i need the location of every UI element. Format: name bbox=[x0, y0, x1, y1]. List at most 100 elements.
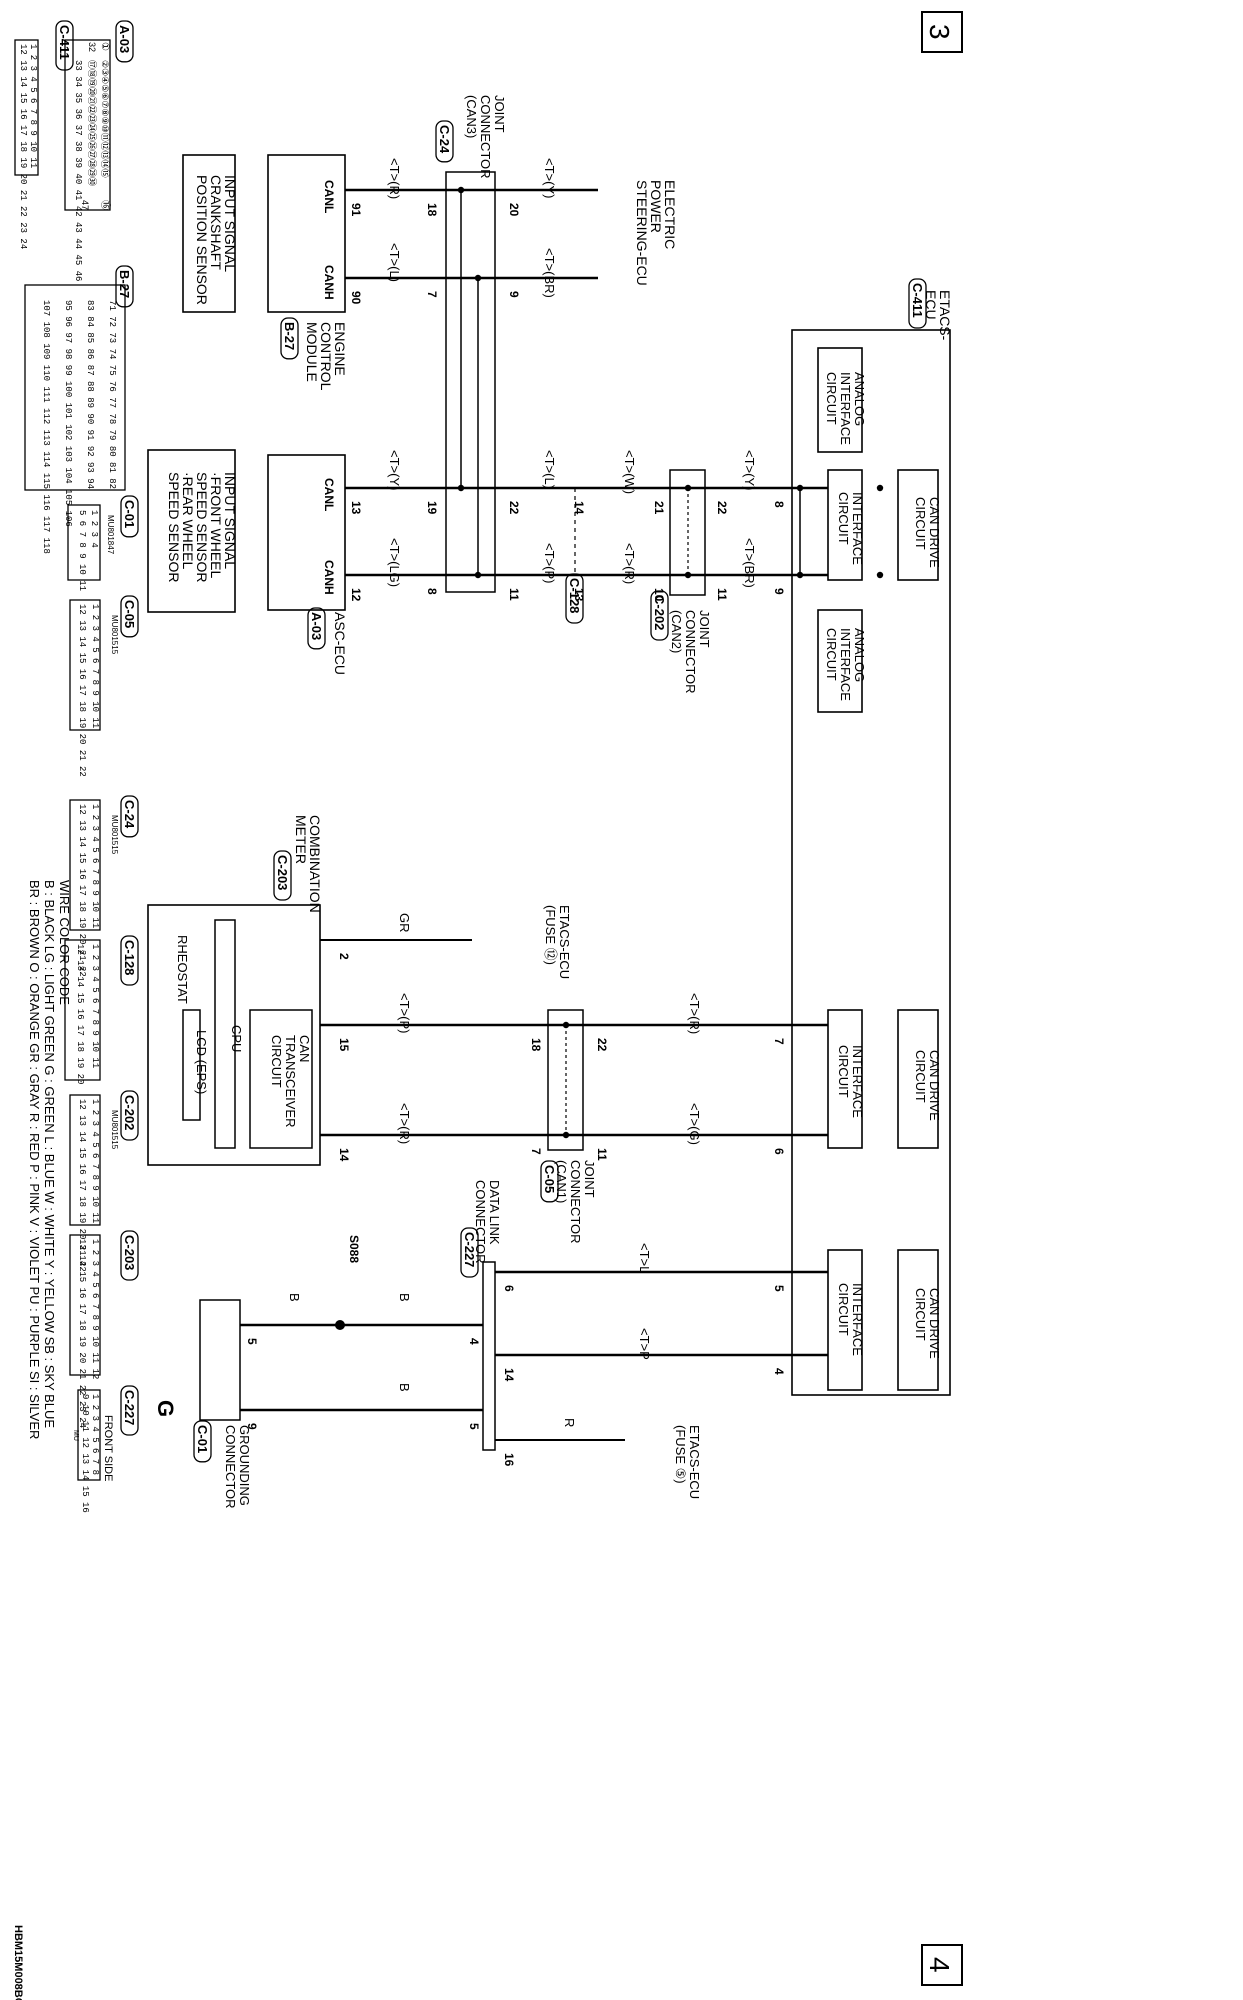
asc-canh-label: CANH bbox=[322, 560, 336, 595]
ecm-canh-label: CANH bbox=[322, 265, 336, 300]
connector-face-tag-c05: C-05 bbox=[122, 600, 137, 628]
input-signal-wheel-label-line-3: ·REAR WHEEL bbox=[180, 472, 196, 569]
pin-can2-l-right: 22 bbox=[715, 501, 729, 515]
connector-tag-c01-gnd-frame bbox=[193, 1420, 212, 1463]
analog-interface-label-2-line-0: ANALOG bbox=[852, 628, 867, 682]
pin-etacs-h2: 6 bbox=[772, 1148, 786, 1155]
pin-can3-mid-h: 11 bbox=[507, 588, 521, 601]
b27-face-row-1: 83 84 85 86 87 88 89 90 91 92 93 94 bbox=[85, 300, 95, 489]
wire-label-b1: B bbox=[397, 1293, 412, 1302]
input-signal-crank-box bbox=[182, 154, 236, 313]
joint-can2-label-line-0: JOINT bbox=[697, 610, 712, 648]
lcd-box bbox=[182, 1009, 201, 1121]
b27-face-row-2: 95 96 97 98 99 100 101 102 103 104 105 1… bbox=[63, 300, 73, 527]
can-transceiver-label: CANTRANSCEIVERCIRCUIT bbox=[269, 1035, 312, 1127]
pin-dlc-h: 14 bbox=[502, 1368, 516, 1382]
pin-can2-h-right: 11 bbox=[715, 588, 729, 601]
can-drive-label-2: CAN DRIVECIRCUIT bbox=[913, 1050, 942, 1121]
ecm-name-line-0: ENGINE bbox=[332, 322, 348, 376]
input-signal-wheel-label-line-0: INPUT SIGNAL bbox=[222, 472, 238, 569]
wire-label-meter-gr: GR bbox=[397, 913, 412, 933]
pin-meter-h: 14 bbox=[337, 1148, 351, 1162]
connector-face-tag-a03-frame bbox=[115, 20, 134, 63]
asc-canl-label: CANL bbox=[322, 478, 336, 511]
eps-ecu-name-line-2: STEERING-ECU bbox=[634, 180, 650, 286]
connector-tag-c227: C-227 bbox=[462, 1232, 477, 1267]
connector-face-tag-c203-frame bbox=[120, 1230, 139, 1281]
wire-label-can1-up-h: <T>(G) bbox=[687, 1103, 702, 1145]
joint-can3-label: JOINTCONNECTOR(CAN3) bbox=[464, 95, 507, 179]
wire-label-meter-h: <T>(R) bbox=[397, 1103, 412, 1144]
c202-face-row2: 12 13 14 15 16 17 18 19 20 21 22 bbox=[77, 1099, 87, 1272]
input-signal-wheel-label-line-4: SPEED SENSOR bbox=[166, 472, 182, 582]
can-transceiver-label-line-2: CIRCUIT bbox=[269, 1035, 284, 1088]
can-drive-label-1-line-1: CIRCUIT bbox=[913, 497, 928, 550]
grounding-connector-label-line-0: GROUNDING bbox=[237, 1425, 252, 1506]
connector-tag-a03-asc-frame bbox=[307, 607, 326, 650]
analog-interface-box-2 bbox=[817, 609, 863, 713]
etacs-node-h2 bbox=[876, 571, 884, 579]
wire-label-mid-l: <T>(L) bbox=[542, 450, 557, 489]
etacs-ecu-box bbox=[791, 329, 951, 1396]
interface-circuit-label-1-line-0: INTERFACE bbox=[850, 492, 865, 565]
pin-can3-mid-l: 22 bbox=[507, 501, 521, 515]
c227-face-mu: MU bbox=[72, 1430, 79, 1441]
input-signal-crank-label-line-1: CRANKSHAFT bbox=[208, 175, 224, 270]
interface-circuit-label-3: INTERFACECIRCUIT bbox=[836, 1283, 865, 1356]
data-link-label-line-0: DATA LINK bbox=[487, 1180, 502, 1245]
c01-face-row1: 1 2 3 4 bbox=[89, 510, 99, 548]
wire-label-b2: B bbox=[287, 1293, 302, 1302]
pin-can1-l-dn: 18 bbox=[529, 1038, 543, 1052]
pin-can1-h-up: 11 bbox=[595, 1148, 609, 1161]
input-signal-wheel-label-line-2: SPEED SENSOR bbox=[194, 472, 210, 582]
a03-face-pin32: 32 bbox=[87, 42, 97, 52]
input-signal-crank-label: INPUT SIGNALCRANKSHAFTPOSITION SENSOR bbox=[194, 175, 238, 305]
can-drive-box-1 bbox=[897, 469, 939, 581]
fuse5-label-line-0: ETACS-ECU bbox=[687, 1425, 702, 1499]
asc-ecu-box bbox=[267, 454, 346, 611]
can-drive-label-2-line-1: CIRCUIT bbox=[913, 1050, 928, 1103]
connector-tag-c24-frame bbox=[435, 120, 454, 163]
c203-face-row1: 1 2 3 4 5 6 7 8 9 10 11 12 bbox=[90, 1239, 100, 1379]
connector-tag-c203: C-203 bbox=[275, 855, 290, 890]
c227-front-side: FRONT SIDE bbox=[102, 1415, 114, 1481]
pin-etacs-h1: 9 bbox=[772, 588, 786, 595]
interface-circuit-label-3-line-1: CIRCUIT bbox=[836, 1283, 851, 1336]
can-drive-box-3 bbox=[897, 1249, 939, 1391]
can2-splice-h bbox=[684, 571, 692, 579]
input-signal-wheel-box bbox=[147, 449, 236, 613]
interface-circuit-label-2: INTERFACECIRCUIT bbox=[836, 1045, 865, 1118]
a03-face-pin47: 47 bbox=[80, 200, 90, 210]
joint-can3-label-line-1: CONNECTOR bbox=[478, 95, 493, 179]
analog-interface-box-1 bbox=[817, 347, 863, 453]
wire-label-etacs-h1: <T>(BR) bbox=[742, 538, 757, 588]
analog-interface-label-1: ANALOGINTERFACECIRCUIT bbox=[824, 372, 867, 445]
connector-tag-c202: C-202 bbox=[652, 595, 667, 630]
can-drive-box-2 bbox=[897, 1009, 939, 1149]
can3-splice-h-top bbox=[474, 274, 482, 282]
etacs-ecu-title: ETACS-ECU bbox=[923, 290, 953, 341]
connector-face-tag-c227: C-227 bbox=[122, 1390, 137, 1425]
pin-can3-asc-l: 19 bbox=[425, 501, 439, 515]
eps-ecu-name: ELECTRICPOWERSTEERING-ECU bbox=[634, 180, 678, 286]
connector-tag-c227-frame bbox=[460, 1227, 479, 1278]
wire-label-meter-l: <T>(P) bbox=[397, 993, 412, 1033]
connector-face-b27 bbox=[24, 284, 126, 491]
analog-interface-label-2-line-2: CIRCUIT bbox=[824, 628, 839, 681]
a03-face-row3: 33 34 35 36 37 38 39 40 41 42 43 44 45 4… bbox=[73, 60, 83, 281]
data-link-label: DATA LINKCONNECTOR bbox=[473, 1180, 502, 1264]
pin-can1-l-up: 22 bbox=[595, 1038, 609, 1052]
pin-dlc-4: 4 bbox=[467, 1338, 481, 1345]
pin-dlc-16: 16 bbox=[502, 1453, 516, 1467]
c227-face-row1: 1 2 3 4 5 6 7 8 bbox=[90, 1394, 100, 1475]
connector-tag-c128-frame bbox=[565, 573, 584, 624]
combination-meter-box bbox=[147, 904, 321, 1166]
pin-can3-ecm-l: 18 bbox=[425, 203, 439, 217]
connector-tag-c01-gnd: C-01 bbox=[195, 1425, 210, 1453]
connector-face-tag-c227-frame bbox=[120, 1385, 139, 1436]
connector-face-tag-c411: C-411 bbox=[57, 25, 72, 60]
connector-tag-c411-frame bbox=[908, 278, 927, 329]
wire-label-etacs-l1: <T>(Y) bbox=[742, 450, 757, 490]
analog-interface-label-1-line-1: INTERFACE bbox=[838, 372, 853, 445]
